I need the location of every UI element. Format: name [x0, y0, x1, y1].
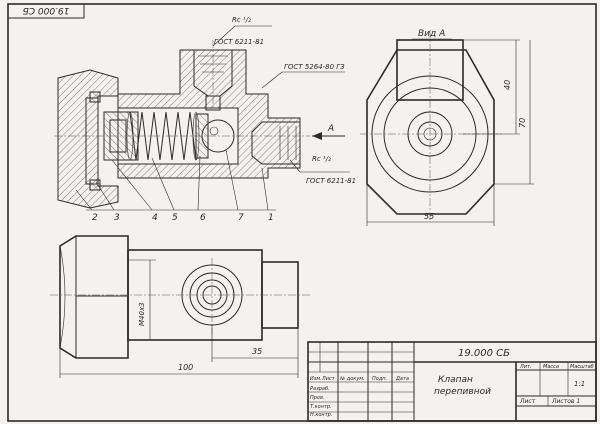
note-thread-top: Rc ¹/₂: [232, 16, 251, 24]
tb-scale: Масштаб: [570, 364, 594, 370]
tb-row-prov: Пров.: [310, 395, 325, 401]
dim-40: 40: [503, 80, 512, 90]
callout-leaders: [75, 149, 276, 211]
section-view: A Rc ¹/₂ ГОСТ 6211-81 ГОСТ 5264-80 ГЗ Rc…: [54, 16, 356, 223]
note-gost-right: ГОСТ 6211-81: [306, 177, 356, 185]
dim-35: 35: [252, 347, 262, 356]
tb-name-2: перепивной: [434, 387, 491, 397]
tb-col-sign: Подп.: [372, 376, 387, 382]
tb-sheets: Листов 1: [551, 398, 580, 405]
note-thread-right: Rc ¹/₂: [312, 155, 331, 163]
drawing-frame: [7, 3, 597, 422]
dim-55: 55: [424, 212, 434, 221]
callout-1: 1: [268, 213, 274, 223]
tb-scale-value: 1:1: [574, 380, 585, 388]
callout-2: 2: [92, 213, 98, 223]
view-arrow-label: A: [327, 124, 334, 134]
tb-col-doc: № докум.: [339, 376, 365, 382]
top-view: M40х3 35 100: [50, 235, 310, 378]
callout-4: 4: [152, 213, 158, 223]
tb-designation: 19.000 СБ: [458, 348, 510, 359]
callout-3: 3: [114, 213, 120, 223]
tb-row-tkontr: Т.контр.: [310, 404, 332, 410]
tb-col-date: Дата: [395, 376, 409, 382]
callout-7: 7: [238, 213, 244, 223]
note-gost-top: ГОСТ 6211-81: [214, 38, 264, 46]
top-stamp: 19.000 СБ: [7, 3, 85, 19]
tb-name-1: Клапан: [438, 375, 473, 385]
tb-col-izm: Изм.: [310, 376, 322, 382]
tb-lit: Лит.: [519, 364, 532, 370]
tb-col-list: Лист: [321, 376, 336, 382]
callout-6: 6: [200, 213, 206, 223]
tb-row-razrab: Разраб.: [310, 386, 330, 392]
view-a: Вид А 40 70 55: [360, 29, 534, 226]
view-a-title: Вид А: [418, 29, 445, 39]
title-block: Изм. Лист № докум. Подп. Дата Разраб. Пр…: [307, 341, 597, 422]
dim-thread: M40х3: [138, 302, 146, 326]
top-stamp-text: 19.000 СБ: [23, 5, 70, 15]
note-gost-weld: ГОСТ 5264-80 ГЗ: [284, 63, 345, 71]
tb-mass: Масса: [543, 364, 559, 370]
dim-100: 100: [178, 363, 193, 372]
tb-sheet: Лист: [519, 398, 536, 405]
tb-row-nkontr: Н.контр.: [310, 412, 332, 418]
callout-5: 5: [172, 213, 178, 223]
dim-70: 70: [518, 118, 527, 128]
